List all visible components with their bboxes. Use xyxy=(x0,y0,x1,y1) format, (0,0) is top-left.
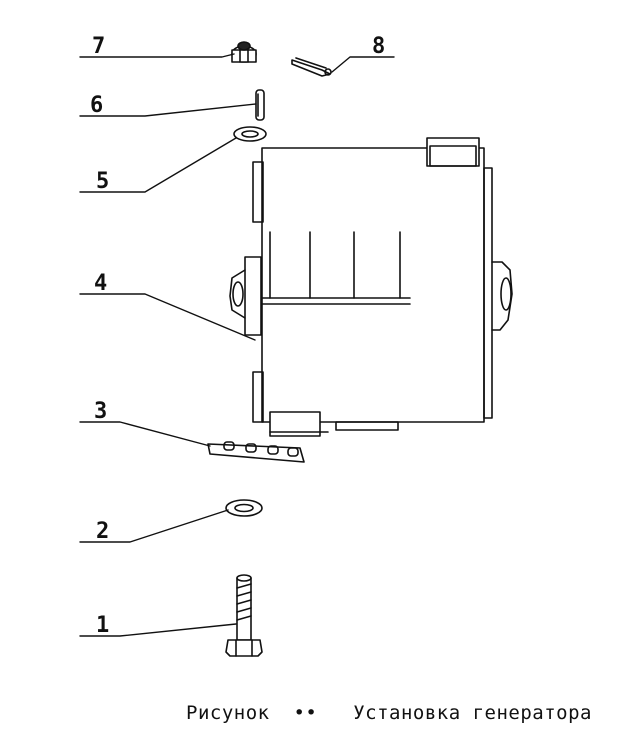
shim-plate-part-3 xyxy=(207,441,305,463)
callout-3: 3 xyxy=(94,399,107,424)
callout-numbers: 7 8 6 5 4 3 2 1 xyxy=(90,34,385,638)
pin-part-6 xyxy=(255,89,265,121)
figure-number: •• xyxy=(293,702,318,724)
callout-7: 7 xyxy=(92,34,105,59)
washer-part-2 xyxy=(225,499,263,517)
cotter-pin-part-8 xyxy=(291,57,332,77)
callout-2: 2 xyxy=(96,519,109,544)
bolt-part-1 xyxy=(225,574,263,657)
caption-title: Установка генератора xyxy=(353,702,592,724)
leader-lines xyxy=(79,53,395,637)
callout-6: 6 xyxy=(90,93,103,118)
callout-5: 5 xyxy=(96,169,109,194)
callout-4: 4 xyxy=(94,271,107,296)
generator-body xyxy=(229,137,513,437)
washer-part-5 xyxy=(233,126,267,142)
callout-8: 8 xyxy=(372,34,385,59)
callout-1: 1 xyxy=(96,613,109,638)
caption-prefix: Рисунок xyxy=(186,702,270,724)
figure-caption: Рисунок •• Установка генератора xyxy=(186,702,592,724)
castle-nut-part-7 xyxy=(231,41,257,63)
